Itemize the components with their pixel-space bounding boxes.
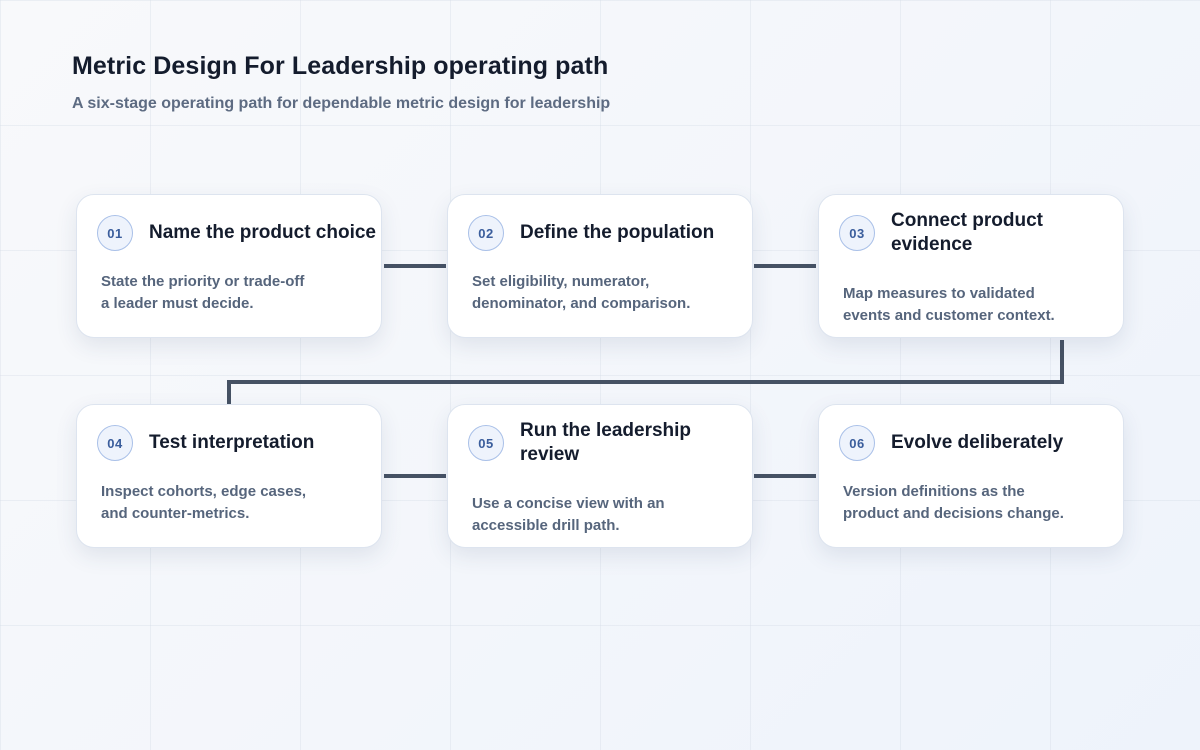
stage-description: Version definitions as the product and d… bbox=[843, 481, 1099, 525]
stage-description-line: State the priority or trade-off bbox=[101, 273, 305, 290]
stage-description: Use a concise view with an accessible dr… bbox=[472, 493, 728, 537]
stage-card-05: 05 Run the leadership review Use a conci… bbox=[447, 404, 753, 548]
stage-description-line: accessible drill path. bbox=[472, 517, 620, 534]
stage-card-02: 02 Define the population Set eligibility… bbox=[447, 194, 753, 338]
stage-description-line: Set eligibility, numerator, bbox=[472, 273, 650, 290]
page-title: Metric Design For Leadership operating p… bbox=[72, 52, 609, 80]
stage-description-line: and counter-metrics. bbox=[101, 505, 250, 522]
stage-description-line: Version definitions as the bbox=[843, 483, 1025, 500]
stage-title: Run the leadership review bbox=[520, 420, 692, 465]
stage-description-line: events and customer context. bbox=[843, 307, 1055, 324]
stage-title: Connect product evidence bbox=[891, 210, 1043, 255]
stage-title: Name the product choice bbox=[149, 222, 376, 243]
stage-description: Inspect cohorts, edge cases, and counter… bbox=[101, 481, 357, 525]
stage-description-line: Map measures to validated bbox=[843, 285, 1035, 302]
stage-number-badge: 06 bbox=[839, 425, 875, 461]
stage-description: Set eligibility, numerator, denominator,… bbox=[472, 271, 728, 315]
stage-description-line: Use a concise view with an bbox=[472, 495, 665, 512]
stage-title: Test interpretation bbox=[149, 432, 315, 453]
stage-description-line: a leader must decide. bbox=[101, 295, 254, 312]
stage-number-badge: 01 bbox=[97, 215, 133, 251]
stage-card-04: 04 Test interpretation Inspect cohorts, … bbox=[76, 404, 382, 548]
stage-card-06: 06 Evolve deliberately Version definitio… bbox=[818, 404, 1124, 548]
page-subtitle: A six-stage operating path for dependabl… bbox=[72, 95, 611, 112]
stage-number-badge: 04 bbox=[97, 425, 133, 461]
stage-description-line: product and decisions change. bbox=[843, 505, 1064, 522]
connector-03-04 bbox=[227, 340, 1064, 404]
stage-description: State the priority or trade-off a leader… bbox=[101, 271, 357, 315]
stage-title: Define the population bbox=[520, 222, 715, 243]
stage-card-03: 03 Connect product evidence Map measures… bbox=[818, 194, 1124, 338]
stage-number-badge: 02 bbox=[468, 215, 504, 251]
stage-description-line: Inspect cohorts, edge cases, bbox=[101, 483, 307, 500]
stage-title: Evolve deliberately bbox=[891, 432, 1064, 453]
stage-number-badge: 03 bbox=[839, 215, 875, 251]
stage-card-01: 01 Name the product choice State the pri… bbox=[76, 194, 382, 338]
stage-description-line: denominator, and comparison. bbox=[472, 295, 691, 312]
stage-description: Map measures to validated events and cus… bbox=[843, 283, 1099, 327]
stage-number-badge: 05 bbox=[468, 425, 504, 461]
